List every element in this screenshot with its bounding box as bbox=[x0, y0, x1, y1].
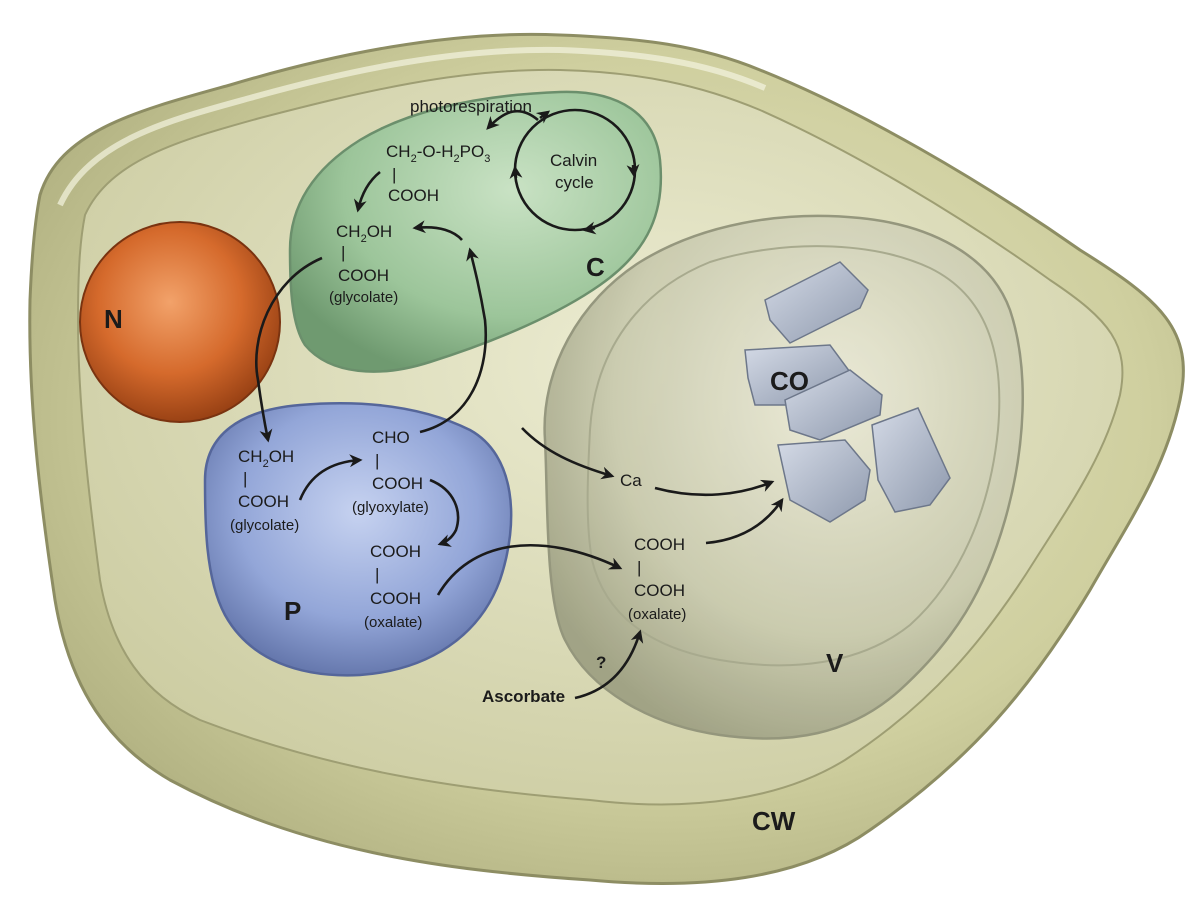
ascorbate-label: Ascorbate bbox=[482, 687, 565, 706]
label-chloroplast: C bbox=[586, 252, 605, 282]
calcium-label: Ca bbox=[620, 471, 642, 490]
bond: | bbox=[375, 565, 379, 584]
label-peroxisome: P bbox=[284, 596, 301, 626]
calvin-arrow bbox=[633, 165, 634, 175]
label-cell-wall: CW bbox=[752, 806, 796, 836]
glyoxylate-cooh: COOH bbox=[372, 474, 423, 493]
label-vacuole: V bbox=[826, 648, 844, 678]
calvin-label-1: Calvin bbox=[550, 151, 597, 170]
calvin-arrow bbox=[515, 168, 516, 178]
label-crystals: CO bbox=[770, 366, 809, 396]
vac-oxalate-cooh1: COOH bbox=[634, 535, 685, 554]
bond: | bbox=[392, 165, 396, 184]
question-mark: ? bbox=[596, 653, 606, 672]
vac-oxalate-cooh2: COOH bbox=[634, 581, 685, 600]
vac-oxalate-name: (oxalate) bbox=[628, 606, 686, 623]
perox-oxalate-cooh1: COOH bbox=[370, 542, 421, 561]
bond: | bbox=[375, 451, 379, 470]
glyoxylate-cho: CHO bbox=[372, 428, 410, 447]
label-nucleus: N bbox=[104, 304, 123, 334]
phosphoglycolate-cooh: COOH bbox=[388, 186, 439, 205]
perox-oxalate-cooh2: COOH bbox=[370, 589, 421, 608]
perox-glycolate-name: (glycolate) bbox=[230, 517, 299, 534]
perox-oxalate-name: (oxalate) bbox=[364, 614, 422, 631]
chloro-glycolate-cooh: COOH bbox=[338, 266, 389, 285]
bond: | bbox=[637, 558, 641, 577]
bond: | bbox=[243, 469, 247, 488]
glyoxylate-name: (glyoxylate) bbox=[352, 499, 429, 516]
perox-glycolate-cooh: COOH bbox=[238, 492, 289, 511]
bond: | bbox=[341, 243, 345, 262]
photorespiration-label: photorespiration bbox=[410, 97, 532, 116]
peroxisome bbox=[205, 403, 511, 675]
chloro-glycolate-name: (glycolate) bbox=[329, 289, 398, 306]
calvin-label-2: cycle bbox=[555, 173, 594, 192]
